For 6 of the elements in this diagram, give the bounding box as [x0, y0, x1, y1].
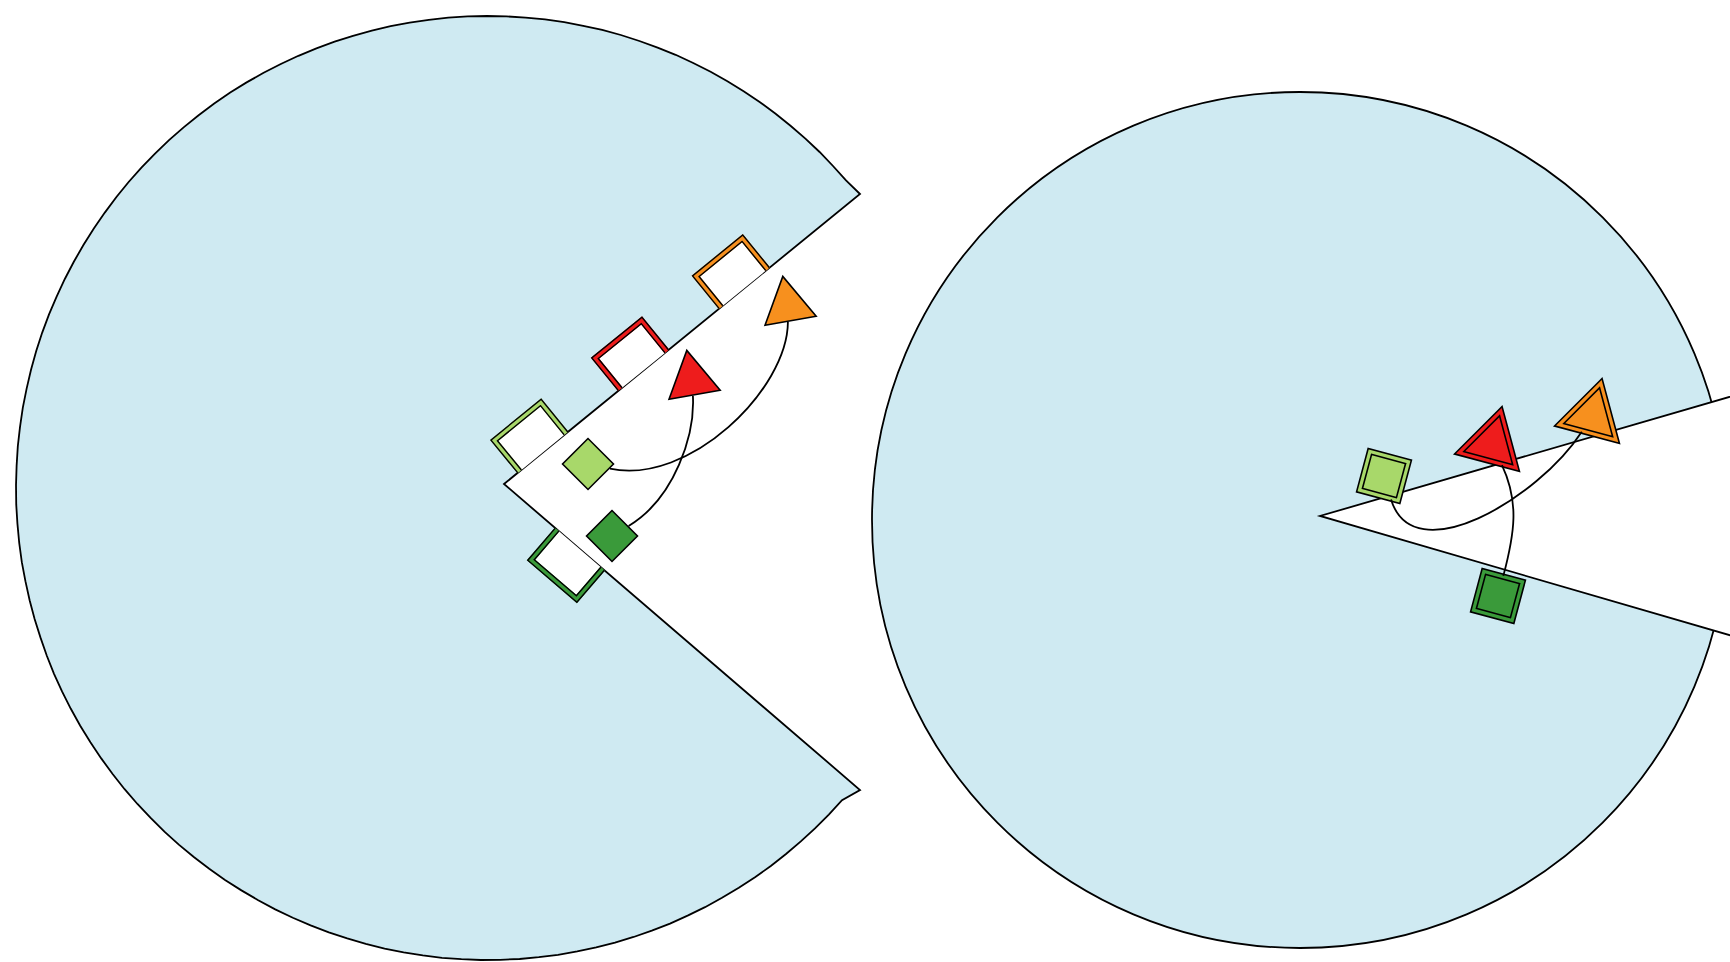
diamond-marker: [585, 509, 639, 563]
curved-line: [627, 394, 694, 527]
curved-line: [1390, 430, 1583, 531]
curved-line: [609, 321, 789, 472]
curved-line: [1501, 464, 1515, 577]
diamond-marker: [561, 437, 615, 491]
